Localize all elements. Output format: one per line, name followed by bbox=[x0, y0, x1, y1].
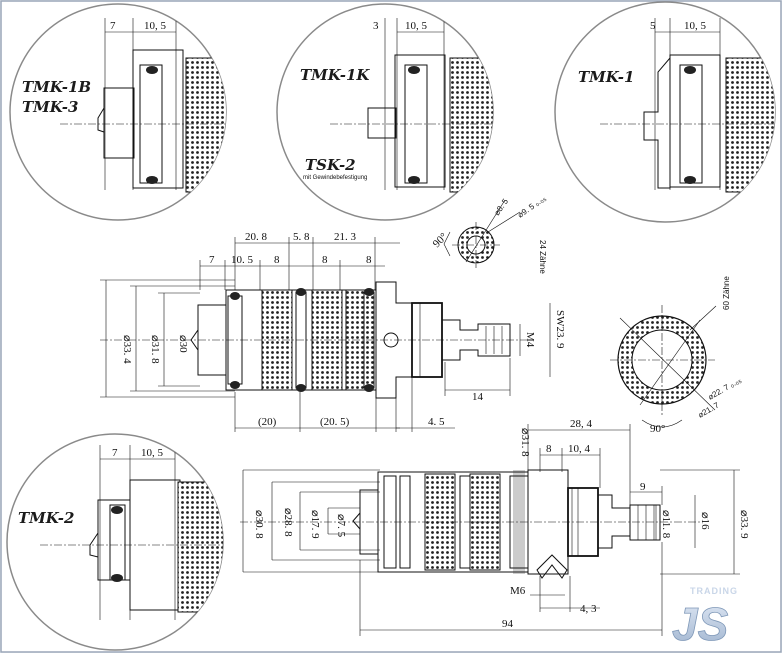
dim-8-lower: 8 bbox=[546, 443, 552, 455]
dim-8-c: 8 bbox=[366, 254, 372, 266]
dim-dia-17-9: ⌀17. 9 bbox=[309, 510, 321, 539]
dim-28-4: 28, 4 bbox=[570, 418, 593, 430]
dim-dia-33-4: ⌀33. 4 bbox=[121, 335, 133, 364]
label-60-zahne: 60 Zähne bbox=[722, 276, 731, 310]
dim-dia-16: ⌀16 bbox=[699, 512, 711, 530]
dim-4-5: 4. 5 bbox=[428, 416, 445, 428]
dim-3: 3 bbox=[373, 20, 379, 32]
label-tmk3: TMK-3 bbox=[22, 98, 78, 116]
label-tmk1k: TMK-1K bbox=[300, 66, 370, 84]
dim-9: 9 bbox=[640, 481, 646, 493]
dim-dia-33-9: ⌀33. 9 bbox=[738, 510, 750, 539]
dim-7-main: 7 bbox=[209, 254, 215, 266]
detail-circle-tmk2: 7 10, 5 TMK-2 bbox=[6, 433, 224, 651]
dim-10-4: 10, 4 bbox=[568, 443, 591, 455]
dim-10-5-main: 10. 5 bbox=[231, 254, 254, 266]
dim-20-8: 20. 8 bbox=[245, 231, 268, 243]
detail-circle-tmk1b-tmk3: 7 10, 5 TMK-1B TMK-3 bbox=[9, 3, 227, 221]
dim-8-b: 8 bbox=[322, 254, 328, 266]
lower-cartridge-drawing: ⌀30. 8 ⌀28. 8 ⌀17. 9 ⌀7. 5 ⌀31. 8 ⌀11. 8… bbox=[240, 418, 750, 636]
label-tmk1: TMK-1 bbox=[578, 68, 634, 86]
dim-dia-30-8: ⌀30. 8 bbox=[253, 510, 265, 539]
logo-js-text: JS bbox=[672, 598, 729, 650]
label-tsk2-sub: mit Gewindebefestigung bbox=[303, 175, 367, 181]
dim-21-3: 21. 3 bbox=[334, 231, 357, 243]
dim-4-3: 4, 3 bbox=[580, 603, 597, 615]
dim-5: 5 bbox=[650, 20, 656, 32]
dim-8-a: 8 bbox=[274, 254, 280, 266]
dim-20-paren: (20) bbox=[258, 416, 277, 428]
dim-14: 14 bbox=[472, 391, 484, 403]
dim-m4: M4 bbox=[524, 332, 536, 348]
dim-7: 7 bbox=[110, 20, 116, 32]
dim-94: 94 bbox=[502, 618, 514, 630]
label-24-zahne: 24 Zähne bbox=[538, 240, 547, 274]
dim-sw23-9: SW23. 9 bbox=[554, 310, 566, 349]
logo-trading-text: TRADING bbox=[690, 586, 738, 596]
dim-10-5: 10, 5 bbox=[144, 20, 167, 32]
dim-dia-30: ⌀30 bbox=[177, 335, 189, 353]
detail-circle-tmk1: 5 10, 5 TMK-1 bbox=[554, 1, 776, 223]
dim-dia-31-8: ⌀31. 8 bbox=[149, 335, 161, 364]
dim-20-5-paren: (20. 5) bbox=[320, 416, 350, 428]
dim-dia-31-8-b: ⌀31. 8 bbox=[519, 428, 531, 457]
dim-dia-28-8: ⌀28. 8 bbox=[282, 508, 294, 537]
label-tsk2: TSK-2 bbox=[305, 156, 356, 174]
large-spline-detail: 60 Zähne ⌀22. 7 ₀.₀₅ ⌀21. 7 90° bbox=[610, 276, 743, 435]
dim-10-5-b: 10, 5 bbox=[405, 20, 428, 32]
dim-10-5-tmk2: 10, 5 bbox=[141, 447, 164, 459]
label-tmk2: TMK-2 bbox=[18, 509, 74, 527]
detail-circle-tmk1k-tsk2: 3 10, 5 TMK-1K TSK-2 mit Gewindebefestig… bbox=[276, 3, 494, 221]
angle-90-large: 90° bbox=[650, 423, 665, 435]
dim-m6: M6 bbox=[510, 585, 526, 597]
dim-7-tmk2: 7 bbox=[112, 447, 118, 459]
dim-5-8: 5. 8 bbox=[293, 231, 310, 243]
dim-dia-11-8: ⌀11. 8 bbox=[660, 510, 672, 539]
main-cartridge-drawing: 20. 8 5. 8 21. 3 7 10. 5 8 8 8 bbox=[100, 231, 566, 432]
label-tmk1b: TMK-1B bbox=[22, 78, 91, 96]
dim-dia-7-5: ⌀7. 5 bbox=[335, 514, 347, 538]
js-trading-logo: TRADING JS bbox=[672, 586, 738, 650]
dim-10-5-c: 10, 5 bbox=[684, 20, 707, 32]
